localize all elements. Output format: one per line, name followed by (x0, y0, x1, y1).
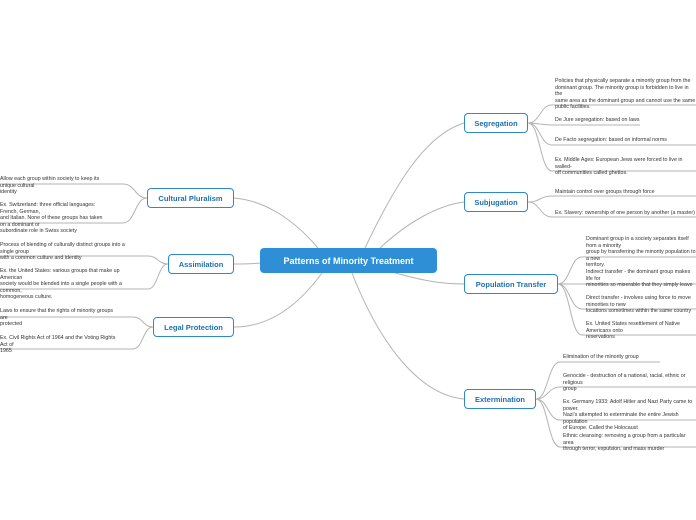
population-transfer-leaf-example[interactable]: Ex. United States resettlement of Native… (586, 321, 680, 341)
topic-segregation[interactable]: Segregation (464, 113, 528, 133)
topic-assimilation[interactable]: Assimilation (168, 254, 234, 274)
cultural-pluralism-leaf-example[interactable]: Ex. Switzerland: three official language… (0, 202, 103, 235)
subjugation-leaf-example[interactable]: Ex. Slavery: ownership of one person by … (555, 210, 695, 216)
segregation-leaf-de-facto[interactable]: De Facto segregation: based on informal … (555, 137, 667, 143)
population-transfer-leaf-direct[interactable]: Direct transfer - involves using force t… (586, 295, 692, 315)
topic-cultural-pluralism[interactable]: Cultural Pluralism (147, 188, 234, 208)
segregation-leaf-definition[interactable]: Policies that physically separate a mino… (555, 78, 696, 111)
segregation-leaf-example[interactable]: Ex. Middle Ages: European Jews were forc… (555, 157, 683, 177)
assimilation-leaf-example[interactable]: Ex. the United States: various groups th… (0, 268, 122, 301)
population-transfer-leaf-definition[interactable]: Dominant group in a society separates it… (586, 236, 696, 269)
assimilation-leaf-definition[interactable]: Process of blending of culturally distin… (0, 242, 125, 262)
subjugation-leaf-definition[interactable]: Maintain control over groups through for… (555, 189, 655, 195)
topic-subjugation[interactable]: Subjugation (464, 192, 528, 212)
legal-protection-leaf-example[interactable]: Ex. Civil Rights Act of 1964 and the Vot… (0, 335, 116, 355)
cultural-pluralism-leaf-definition[interactable]: Allow each group within society to keep … (0, 176, 100, 196)
extermination-leaf-example[interactable]: Ex. Germany 1933: Adolf Hitler and Nazi … (563, 399, 693, 432)
topic-population-transfer[interactable]: Population Transfer (464, 274, 558, 294)
topic-legal-protection[interactable]: Legal Protection (153, 317, 234, 337)
extermination-leaf-genocide[interactable]: Genocide - destruction of a national, ra… (563, 373, 686, 393)
legal-protection-leaf-definition[interactable]: Laws to ensure that the rights of minori… (0, 308, 114, 328)
extermination-leaf-definition[interactable]: Elimination of the minority group (563, 354, 639, 360)
extermination-leaf-ethnic-cleansing[interactable]: Ethnic cleansing: removing a group from … (563, 433, 686, 453)
topic-extermination[interactable]: Extermination (464, 389, 536, 409)
segregation-leaf-de-jure[interactable]: De Jure segregation: based on laws (555, 117, 640, 123)
population-transfer-leaf-indirect[interactable]: Indirect transfer - the dominant group m… (586, 269, 693, 289)
central-topic[interactable]: Patterns of Minority Treatment (260, 248, 437, 273)
